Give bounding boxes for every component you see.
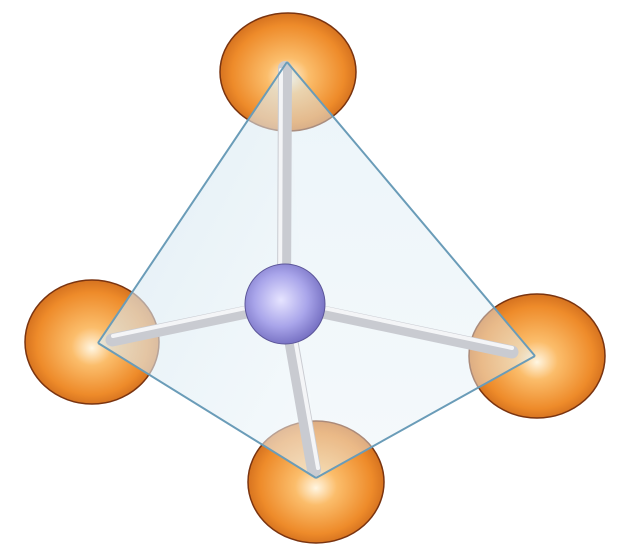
central-atom xyxy=(244,263,326,345)
edge-top-left xyxy=(97,61,288,344)
edge-right-bottom xyxy=(315,355,536,479)
bonds xyxy=(105,61,519,477)
tetrahedron-faces xyxy=(98,62,535,478)
bond-top xyxy=(277,61,292,307)
bond-left xyxy=(105,301,273,347)
bond-bottom xyxy=(281,315,321,477)
tetrahedron-edges xyxy=(97,61,536,479)
edge-top-right xyxy=(286,61,536,357)
edge-left-bottom xyxy=(97,342,317,479)
tetrahedron-face-left xyxy=(98,62,316,478)
tetrahedron-face-right xyxy=(287,62,535,478)
bond-right xyxy=(297,301,519,359)
